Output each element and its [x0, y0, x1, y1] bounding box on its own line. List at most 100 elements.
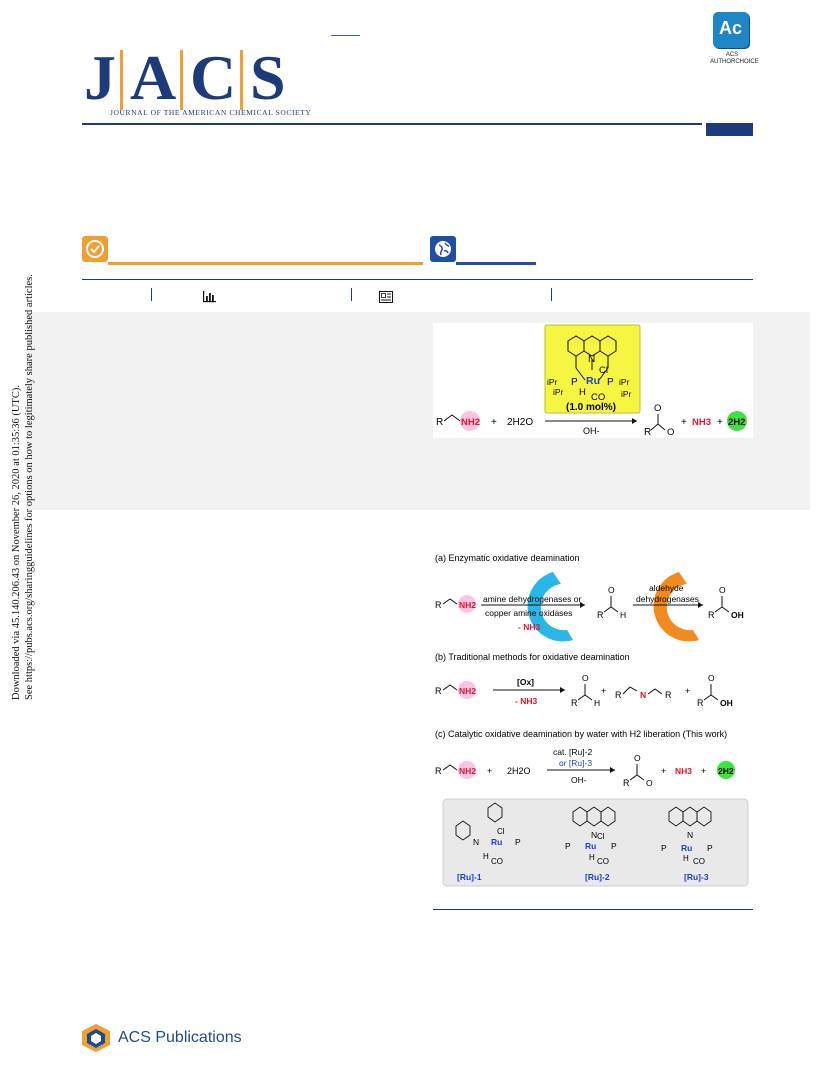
panel-a-aldehyde-h: H	[620, 610, 626, 620]
acs-hexagon-logo-icon	[82, 1024, 110, 1052]
metrics-separator	[151, 288, 152, 301]
top-link-underline[interactable]	[331, 35, 360, 36]
condition-base: OH-	[583, 426, 600, 436]
download-notice-line2: See https://pubs.acs.org/sharingguidelin…	[24, 274, 35, 700]
metrics-top-rule	[82, 279, 753, 280]
catalyst-h: H	[579, 387, 586, 398]
panel-c-cat-line1: cat. [Ru]-2	[553, 747, 592, 757]
panel-b-acid-oh: OH	[720, 698, 733, 708]
panel-a-enzyme1-line2: copper amine oxidases	[485, 608, 572, 618]
catalyst-cl: Cl	[599, 365, 608, 376]
panel-b-ox: [Ox]	[517, 677, 534, 687]
panel-b-aldehyde-o: O	[582, 673, 589, 683]
panel-a-enzyme2-line1: aldehyde	[649, 583, 684, 593]
catalyst-label-3: [Ru]-3	[684, 872, 709, 882]
journal-subtitle: JOURNAL OF THE AMERICAN CHEMICAL SOCIETY	[110, 108, 312, 117]
catalyst-label-1: [Ru]-1	[457, 872, 482, 882]
panel-b-aldehyde-h: H	[594, 698, 600, 708]
panel-b-acid-o: O	[708, 673, 715, 683]
panel-c-oxide-o: O	[646, 778, 653, 788]
panel-a-amine: NH2	[459, 600, 476, 610]
panel-c-acid-o: O	[634, 753, 641, 763]
h2-highlight	[727, 411, 747, 431]
catalyst-2-ru: Ru	[585, 841, 596, 851]
plus-sign: +	[601, 686, 606, 696]
cite-section-rule	[108, 262, 423, 265]
catalyst-3-n: N	[687, 830, 693, 840]
amine-highlight	[460, 411, 480, 431]
enzyme-cyan-shape	[527, 572, 573, 642]
catalyst-ipr: iPr	[547, 377, 558, 387]
plus-sign: +	[491, 417, 497, 428]
reactant-water: 2H2O	[507, 417, 533, 428]
panel-a-minus-nh3: - NH3	[518, 622, 540, 632]
acs-publications-wordmark[interactable]: ACS Publications	[118, 1029, 242, 1046]
catalyst-2-cl: Cl	[597, 832, 605, 841]
panel-b-minus-nh3: - NH3	[515, 696, 537, 706]
plus-sign: +	[685, 686, 690, 696]
catalyst-ipr: iPr	[619, 377, 630, 387]
product-oxide-o: O	[667, 427, 674, 438]
acs-authorchoice-label: ACS AUTHORCHOICE	[710, 52, 759, 66]
panel-c-title: (c) Catalytic oxidative deamination by w…	[435, 729, 727, 739]
catalyst-label-2: [Ru]-2	[585, 872, 610, 882]
catalyst-2-co: CO	[597, 857, 609, 866]
panel-c-r: R	[435, 766, 442, 776]
header-rule	[82, 123, 702, 125]
catalyst-p-left: P	[571, 377, 578, 388]
plus-sign: +	[487, 766, 492, 776]
plus-sign: +	[661, 766, 666, 776]
panel-a-enzyme2-line2: dehydrogenases	[636, 594, 699, 604]
panel-b-imine-n: N	[640, 690, 646, 700]
product-hydrogen: 2H2	[728, 417, 745, 428]
panel-b-aldehyde-r: R	[571, 698, 578, 708]
logo-divider	[120, 50, 123, 110]
access-section-rule	[456, 262, 536, 265]
badge-logo-text: Ac	[719, 18, 743, 38]
catalyst-3-h: H	[683, 854, 689, 863]
panel-b-amine: NH2	[459, 686, 476, 696]
catalyst-ipr: iPr	[621, 389, 632, 399]
catalyst-ipr: iPr	[553, 387, 564, 397]
reactant-amine: NH2	[461, 417, 480, 428]
reactant-r: R	[436, 417, 443, 428]
panel-b-acid-r: R	[697, 698, 704, 708]
catalyst-1-co: CO	[491, 857, 503, 866]
check-icon[interactable]	[82, 236, 108, 262]
panel-c-hydrogen: 2H2	[718, 766, 734, 776]
amine-highlight	[458, 681, 476, 699]
metrics-separator	[551, 288, 552, 301]
globe-icon[interactable]	[430, 236, 456, 262]
panel-b-r: R	[435, 686, 442, 696]
panel-a-aldehyde-o: O	[608, 585, 615, 595]
h2-highlight	[717, 761, 735, 779]
catalyst-n: N	[588, 354, 595, 365]
amine-highlight	[458, 595, 476, 613]
panel-a-acid-r: R	[708, 610, 715, 620]
metrics-bar-chart-icon[interactable]	[203, 291, 217, 303]
metrics-separator	[351, 288, 352, 301]
plus-sign: +	[701, 766, 706, 776]
logo-letter-c: C	[190, 42, 237, 113]
figure-1-scheme: (a) Enzymatic oxidative deamination R NH…	[435, 553, 749, 887]
catalyst-co: CO	[591, 392, 605, 403]
download-notice-line1: Downloaded via 45.140.206.43 on November…	[11, 385, 22, 700]
catalyst-loading: (1.0 mol%)	[566, 402, 616, 413]
footnote-rule	[433, 909, 753, 910]
acs-authorchoice-badge[interactable]: Ac	[713, 12, 749, 48]
logo-letter-a: A	[130, 42, 177, 113]
catalyst-p-right: P	[607, 377, 614, 388]
panel-c-condition: OH-	[571, 775, 587, 785]
article-recommendations-icon[interactable]	[379, 291, 393, 303]
panel-c-water: 2H2O	[507, 766, 531, 776]
catalyst-2-h: H	[589, 853, 595, 862]
panel-b-imine-r: R	[615, 690, 622, 700]
logo-divider	[180, 50, 183, 110]
amine-highlight	[458, 761, 476, 779]
panel-c-acid-r: R	[623, 778, 630, 788]
catalyst-3-co: CO	[693, 857, 705, 866]
panel-c-ammonia: NH3	[675, 766, 692, 776]
product-carbonyl-o: O	[654, 403, 661, 414]
badge-label-line2: AUTHORCHOICE	[710, 59, 759, 65]
catalyst-2-n: N	[591, 830, 597, 840]
